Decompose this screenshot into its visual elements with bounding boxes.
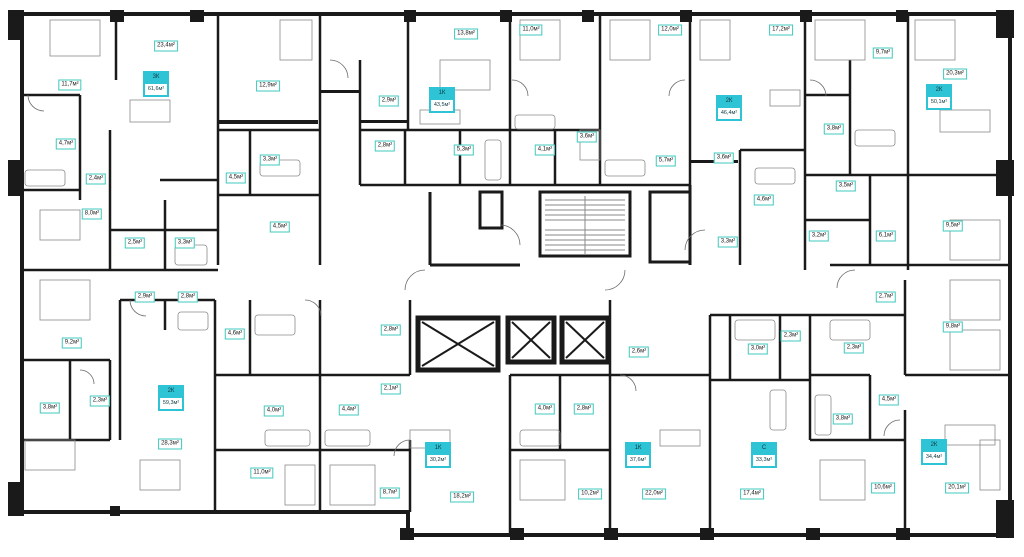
apartment-type: 1К <box>434 445 442 451</box>
room-area-label: 4,7м² <box>55 138 77 150</box>
room-area-label: 2,9м² <box>378 95 400 107</box>
room-area-label: 2,8м² <box>573 403 595 415</box>
stairs <box>545 196 625 254</box>
room-area-label: 2,4м² <box>85 173 107 185</box>
room-area-label: 12,9м² <box>256 80 280 92</box>
room-area-label: 4,5м² <box>269 221 291 233</box>
room-area-label: 2,3м² <box>780 330 802 342</box>
room-area-label: 17,4м² <box>740 488 764 500</box>
room-area-label: 4,0м² <box>263 405 285 417</box>
room-area-label: 18,2м² <box>450 491 474 503</box>
room-area-label: 4,0м² <box>534 403 556 415</box>
room-area-label: 3,3м² <box>259 154 281 166</box>
room-area-label: 4,6м² <box>224 328 246 340</box>
room-area-label: 20,3м² <box>943 68 967 80</box>
apartment-type: 3К <box>152 74 160 80</box>
room-area-label: 3,8м² <box>39 402 61 414</box>
room-area-label: 22,0м² <box>642 488 666 500</box>
apartment-badge: 3К 61,6м² <box>143 71 169 97</box>
apartment-total-area: 50,1м² <box>928 97 950 108</box>
room-area-label: 5,7м² <box>655 155 677 167</box>
apartment-type: 2К <box>935 87 943 93</box>
room-area-label: 2,8м² <box>374 140 396 152</box>
apartment-type: С <box>761 445 767 451</box>
room-area-label: 12,0м² <box>658 24 682 36</box>
door-arcs <box>27 59 901 457</box>
apartment-badge: 1К 30,2м² <box>425 442 451 468</box>
floor-rails <box>218 90 738 163</box>
apartment-badge: 2К 34,4м² <box>921 439 947 465</box>
room-area-label: 4,4м² <box>338 404 360 416</box>
room-area-label: 11,0м² <box>519 24 543 36</box>
apartment-type: 2К <box>930 442 938 448</box>
room-area-label: 2,7м² <box>875 291 897 303</box>
elevator-shafts <box>415 315 611 373</box>
apartment-total-area: 30,2м² <box>427 455 449 466</box>
room-area-label: 9,7м² <box>872 47 894 59</box>
apartment-total-area: 46,4м² <box>718 108 740 119</box>
room-area-label: 3,2м² <box>808 230 830 242</box>
room-area-label: 6,1м² <box>875 230 897 242</box>
room-area-label: 28,3м² <box>158 438 182 450</box>
room-area-label: 2,1м² <box>380 383 402 395</box>
apartment-type: 2К <box>167 388 175 394</box>
room-area-label: 10,2м² <box>578 488 602 500</box>
room-area-label: 9,2м² <box>61 337 83 349</box>
room-area-label: 3,3м² <box>174 237 196 249</box>
room-area-label: 4,6м² <box>753 194 775 206</box>
room-area-label: 10,6м² <box>871 482 895 494</box>
room-area-label: 3,6м² <box>713 152 735 164</box>
room-area-label: 3,8м² <box>823 123 845 135</box>
room-area-label: 3,0м² <box>747 343 769 355</box>
room-area-label: 4,5м² <box>225 172 247 184</box>
room-area-label: 8,7м² <box>379 487 401 499</box>
room-area-label: 2,3м² <box>843 342 865 354</box>
room-area-label: 23,4м² <box>154 40 178 52</box>
apartment-badge: 2К 59,3м² <box>158 385 184 411</box>
apartment-type: 1К <box>634 445 642 451</box>
apartment-type: 2К <box>725 98 733 104</box>
apartment-badge: С 33,3м² <box>751 442 777 468</box>
apartment-type: 1К <box>438 90 446 96</box>
apartment-total-area: 33,3м² <box>753 455 775 466</box>
apartment-total-area: 43,5м² <box>431 100 453 111</box>
room-area-label: 2,8м² <box>177 291 199 303</box>
apartment-badge: 2К 50,1м² <box>926 84 952 110</box>
apartment-badge: 2К 46,4м² <box>716 95 742 121</box>
room-area-label: 9,5м² <box>942 220 964 232</box>
room-area-label: 4,1м² <box>534 144 556 156</box>
apartment-badge: 1К 43,5м² <box>429 87 455 113</box>
apartment-total-area: 37,6м² <box>627 455 649 466</box>
room-area-label: 2,5м² <box>124 237 146 249</box>
room-area-label: 2,6м² <box>628 346 650 358</box>
room-area-label: 4,5м² <box>878 394 900 406</box>
room-area-label: 9,8м² <box>942 321 964 333</box>
room-area-label: 2,8м² <box>380 324 402 336</box>
room-area-label: 3,3м² <box>717 236 739 248</box>
apartment-total-area: 61,6м² <box>145 84 167 95</box>
fixtures <box>24 19 1001 506</box>
room-area-label: 11,7м² <box>58 79 82 91</box>
room-area-label: 3,6м² <box>576 131 598 143</box>
interior-walls <box>22 14 1010 535</box>
room-area-label: 20,1м² <box>945 482 969 494</box>
room-area-label: 2,9м² <box>134 291 156 303</box>
room-area-label: 11,0м² <box>250 467 274 479</box>
core-walls <box>428 185 692 267</box>
room-area-label: 8,0м² <box>81 208 103 220</box>
room-area-label: 17,2м² <box>769 24 793 36</box>
room-area-label: 13,8м² <box>454 28 478 40</box>
room-area-label: 5,3м² <box>453 144 475 156</box>
apartment-badge: 1К 37,6м² <box>625 442 651 468</box>
room-area-label: 3,8м² <box>832 413 854 425</box>
room-area-label: 2,3м² <box>89 395 111 407</box>
apartment-total-area: 34,4м² <box>923 452 945 463</box>
room-area-label: 3,5м² <box>835 180 857 192</box>
apartment-total-area: 59,3м² <box>160 398 182 409</box>
